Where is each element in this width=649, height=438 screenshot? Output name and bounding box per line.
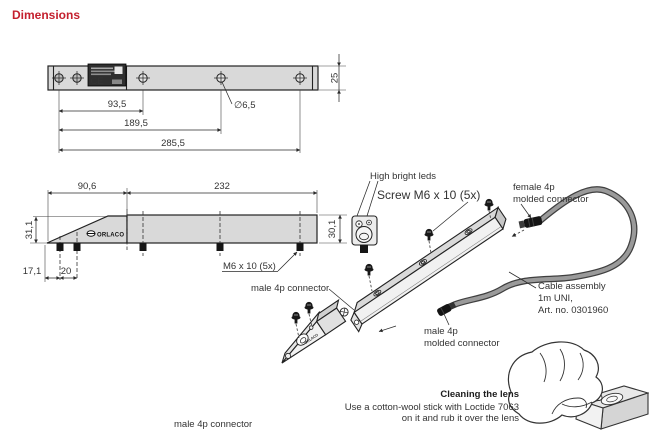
dim-93-5: 93,5 — [108, 99, 127, 110]
slide-arrow — [378, 325, 397, 333]
screws-m6 — [291, 198, 494, 339]
screw-icon — [291, 311, 301, 324]
screw-icon — [304, 301, 314, 314]
label-cable-assembly-line2: 1m UNI, — [538, 293, 573, 304]
orlaco-logo-text: ORLACO — [97, 233, 124, 239]
dim-285-5: 285,5 — [161, 138, 185, 149]
assembly-3d: ORLACO — [251, 171, 638, 364]
label-male-4p-connector-bottom: male 4p connector — [174, 419, 252, 430]
screw-icon — [364, 263, 374, 276]
dim-90-6: 90,6 — [78, 181, 97, 192]
ce-mark: CE — [91, 76, 104, 87]
label-male-molded-line1: male 4p — [424, 326, 458, 337]
dim-25: 25 — [330, 73, 341, 84]
label-high-bright-leds: High bright leds — [370, 171, 436, 182]
label-male-4p-joint: male 4p connector — [251, 283, 329, 294]
top-view: CE 93,5 189,5 285,5 ∅6,5 — [47, 54, 346, 153]
side-view: ORLACO 90,6 232 31,1 — [23, 181, 347, 282]
label-cable-assembly-line3: Art. no. 0301960 — [538, 305, 608, 316]
bar-3d — [350, 206, 507, 333]
screw-note: M6 x 10 (5x) — [223, 261, 276, 272]
hand — [507, 341, 603, 424]
dim-232: 232 — [214, 181, 230, 192]
top-view-dimensions: 93,5 189,5 285,5 ∅6,5 25 — [58, 54, 346, 153]
led-module-front-view — [351, 215, 378, 253]
label-cable-assembly-line1: Cable assembly — [538, 281, 606, 292]
type-label-plate: CE — [87, 63, 127, 87]
cable — [445, 186, 638, 311]
bar-side-view — [126, 214, 318, 244]
male-4p-molded-connector — [437, 301, 457, 316]
cleaning-line2: on it and rub it over the lens — [402, 413, 519, 424]
side-view-dimensions: 90,6 232 31,1 30,1 17,1 20 M6 x 10 (5x) — [23, 181, 347, 282]
label-female-4p-line2: molded connector — [513, 194, 589, 205]
cleaning-illustration — [507, 341, 649, 430]
dim-189-5: 189,5 — [124, 118, 148, 129]
dim-31-1: 31,1 — [24, 221, 35, 240]
lens-head-side-view — [46, 215, 128, 244]
cleaning-line1: Use a cotton-wool stick with Loctide 706… — [345, 402, 519, 413]
mounting-studs — [56, 243, 304, 251]
lens-head-3d: ORLACO — [281, 298, 349, 364]
page-title: Dimensions — [12, 8, 80, 22]
cleaning-title: Cleaning the lens — [440, 389, 519, 400]
label-screw-m6: Screw M6 x 10 (5x) — [377, 188, 480, 202]
lens-being-cleaned — [600, 392, 624, 406]
dim-20: 20 — [61, 266, 72, 277]
leader-lines — [328, 180, 537, 326]
label-male-molded-line2: molded connector — [424, 338, 500, 349]
mounting-holes-top — [52, 71, 307, 85]
label-female-4p-line1: female 4p — [513, 182, 555, 193]
lens — [296, 333, 309, 346]
orlaco-logo: ORLACO — [86, 230, 124, 239]
dim-17-1: 17,1 — [23, 266, 42, 277]
dim-hole-diameter: ∅6,5 — [234, 100, 255, 111]
insert-arrow-dashed — [511, 229, 525, 237]
female-4p-connector — [518, 216, 543, 229]
dim-30-1: 30,1 — [327, 220, 338, 239]
screw-icon — [484, 198, 494, 211]
screw-icon — [424, 228, 434, 241]
